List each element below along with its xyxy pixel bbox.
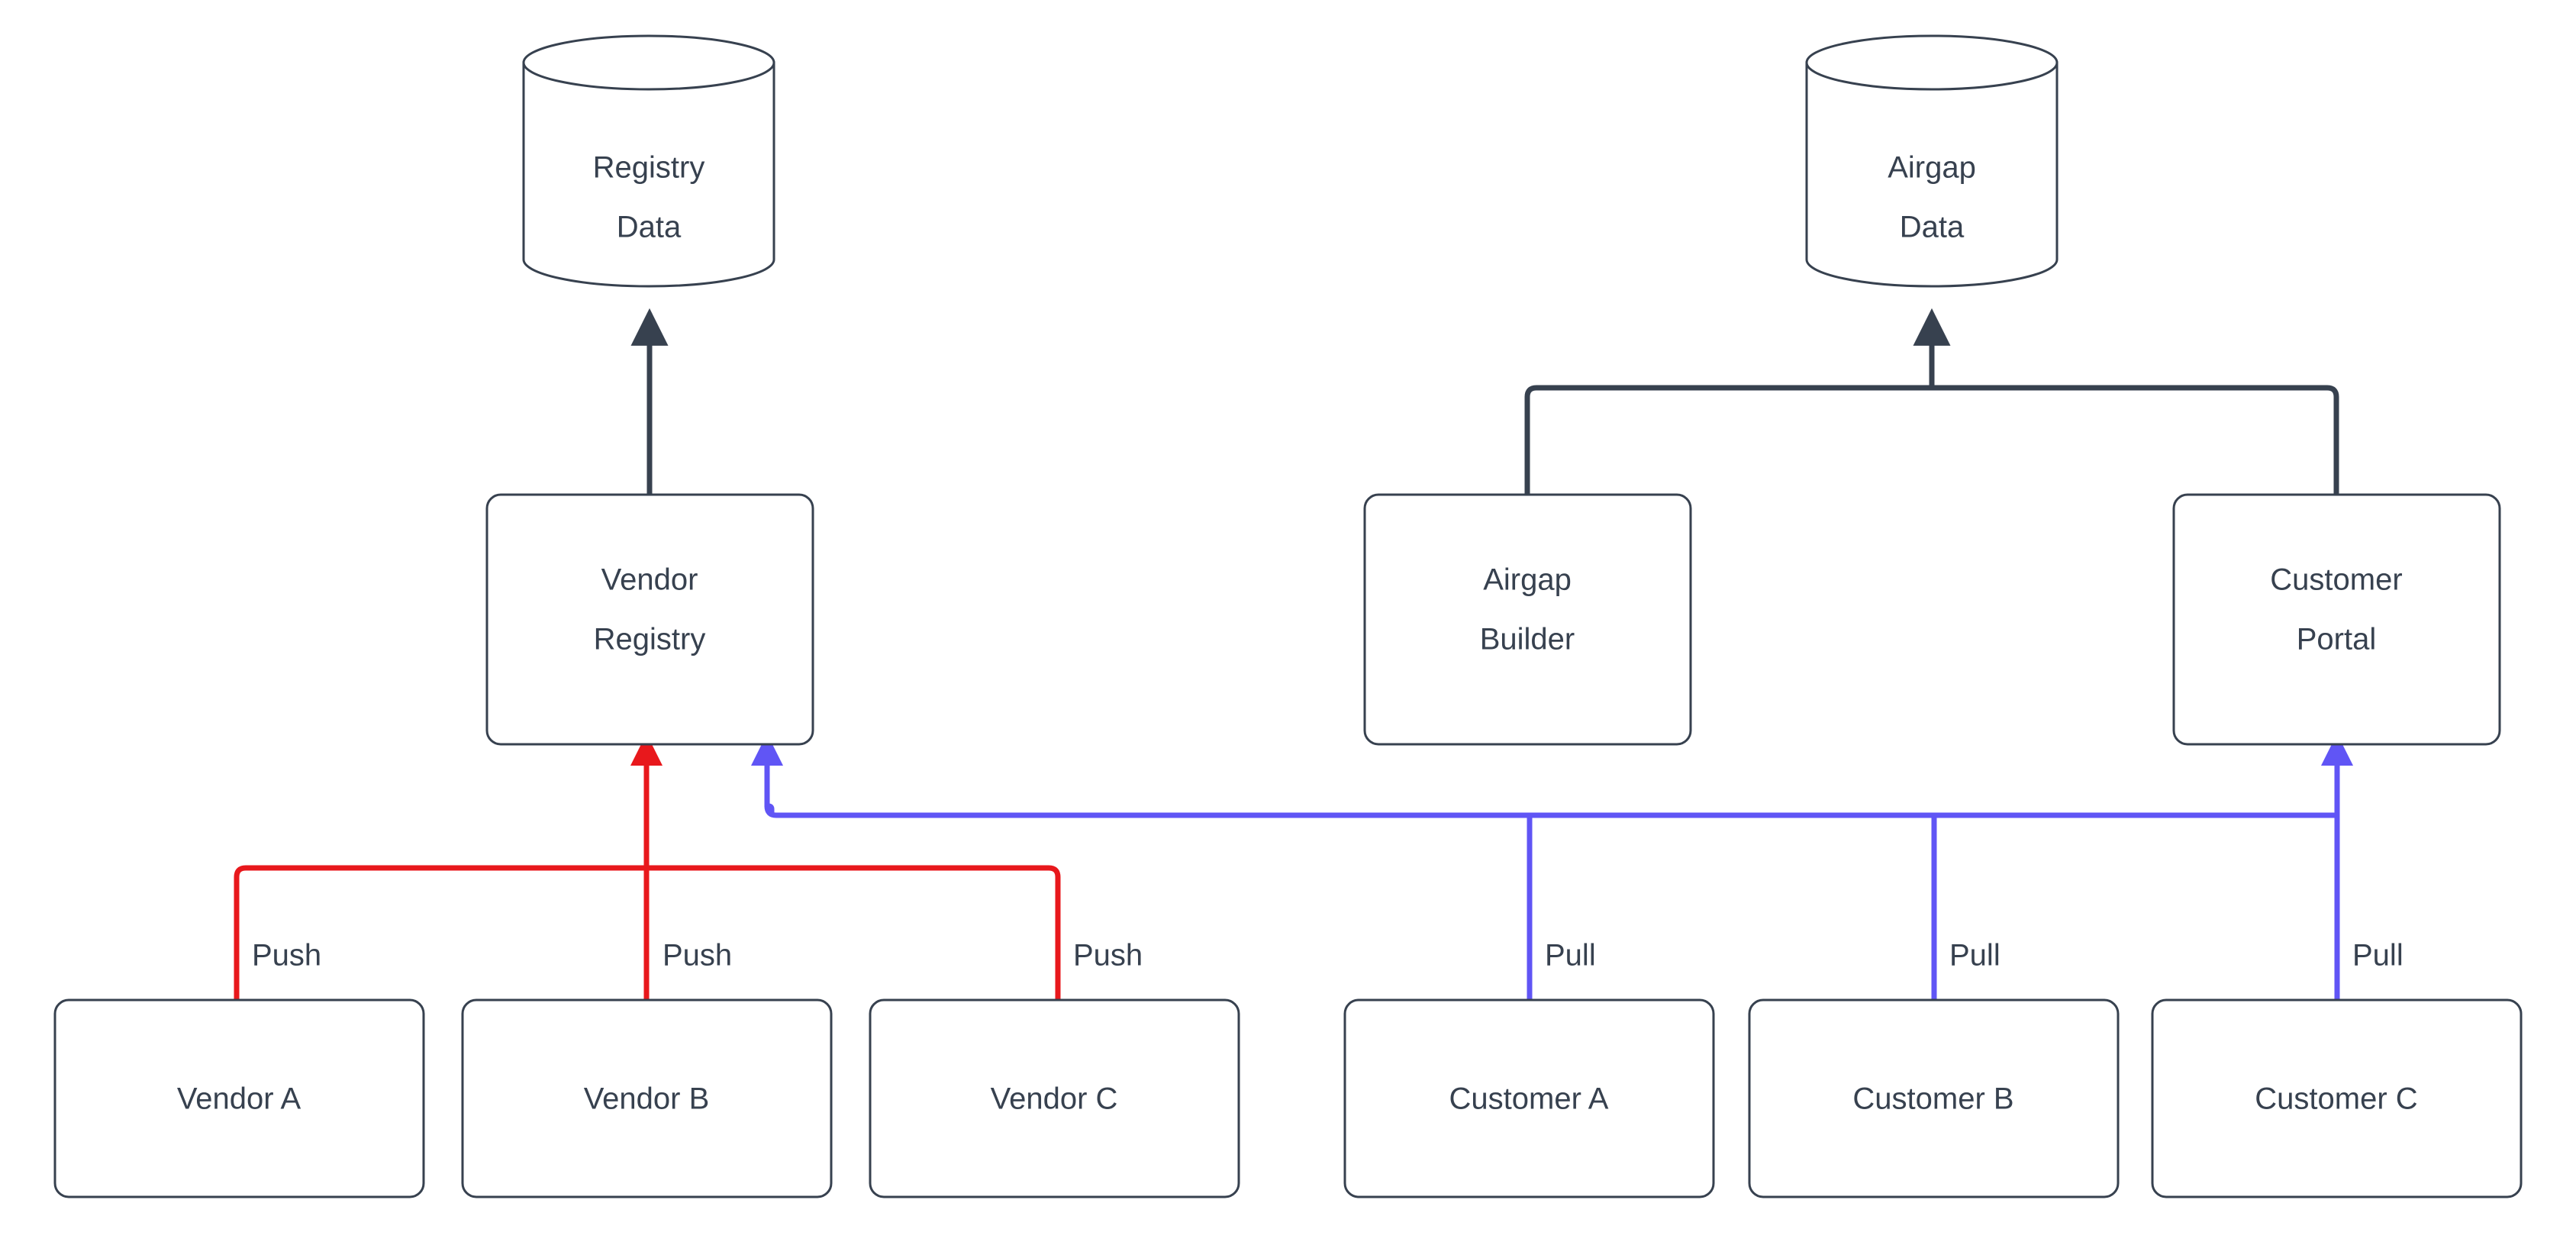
edge-label-pull-b: Pull (1949, 939, 2001, 973)
node-vendor-registry[interactable]: Vendor Registry (485, 493, 814, 746)
customer-b-label: Customer B (1852, 1082, 2013, 1116)
customer-c-label: Customer C (2255, 1082, 2417, 1116)
node-customer-a[interactable]: Customer A (1343, 998, 1715, 1198)
node-vendor-c[interactable]: Vendor C (869, 998, 1240, 1198)
vendor-b-label: Vendor B (584, 1082, 710, 1116)
node-airgap-builder[interactable]: Airgap Builder (1363, 493, 1692, 746)
registry-data-label-line2: Data (617, 211, 682, 244)
edge-label-pull-a: Pull (1545, 939, 1596, 973)
edge-label-pull-c: Pull (2352, 939, 2404, 973)
registry-data-label-line1: Registry (593, 151, 705, 185)
vendor-a-label: Vendor A (177, 1082, 301, 1116)
vendor-c-label: Vendor C (991, 1082, 1118, 1116)
customer-portal-label-line1: Customer (2270, 563, 2402, 597)
edge-pull-bus (751, 734, 2353, 1000)
edge-label-push-a: Push (252, 939, 321, 973)
edge-label-push-c: Push (1073, 939, 1143, 973)
airgap-data-label-line1: Airgap (1888, 151, 1976, 185)
node-customer-b[interactable]: Customer B (1748, 998, 2120, 1198)
node-customer-c[interactable]: Customer C (2151, 998, 2523, 1198)
customer-portal-label-line2: Portal (2297, 623, 2377, 656)
vendor-registry-label-line2: Registry (594, 623, 706, 656)
airgap-data-label-line2: Data (1900, 211, 1965, 244)
airgap-builder-label-line1: Airgap (1483, 563, 1572, 597)
edge-airgap-bracket-to-airgap-data (1524, 308, 2339, 495)
vendor-registry-label-line1: Vendor (601, 563, 698, 597)
node-airgap-data[interactable]: Airgap Data (1805, 34, 2059, 288)
node-vendor-b[interactable]: Vendor B (461, 998, 833, 1198)
customer-a-label: Customer A (1449, 1082, 1609, 1116)
node-vendor-a[interactable]: Vendor A (53, 998, 425, 1198)
node-customer-portal[interactable]: Customer Portal (2172, 493, 2501, 746)
node-registry-data[interactable]: Registry Data (522, 34, 775, 288)
edge-label-push-b: Push (663, 939, 732, 973)
airgap-builder-label-line2: Builder (1480, 623, 1575, 656)
edge-push-bus (234, 734, 1061, 1000)
